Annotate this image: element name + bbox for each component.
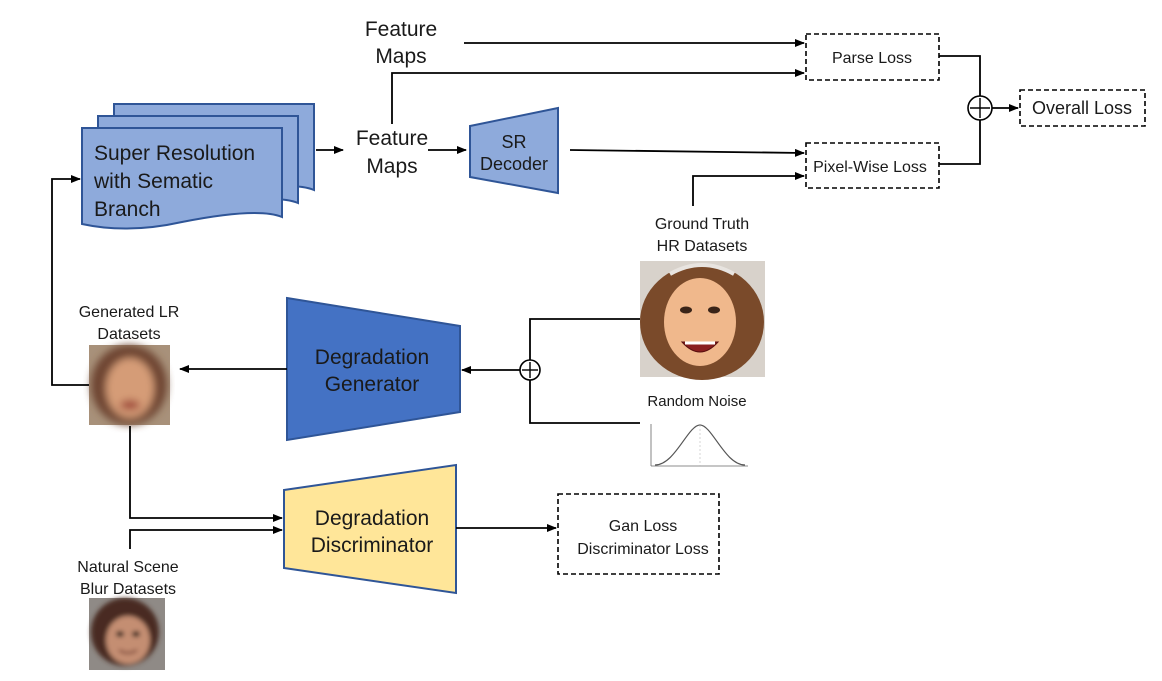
overall-loss-label: Overall Loss xyxy=(1032,98,1132,118)
feature-maps-top-line1: Feature xyxy=(365,18,437,41)
degradation-discriminator-label-line2: Discriminator xyxy=(311,534,434,557)
sr-decoder-label-line2: Decoder xyxy=(480,154,548,174)
random-noise-label: Random Noise xyxy=(647,393,746,410)
generated-lr-label-line2: Datasets xyxy=(97,326,160,343)
sr-branch-label-line2: with Sematic xyxy=(93,170,213,193)
connectors xyxy=(51,39,1019,549)
gan-loss-box: Gan Loss Discriminator Loss xyxy=(557,493,720,575)
parse-loss-label: Parse Loss xyxy=(832,50,912,67)
generated-lr-label-line1: Generated LR xyxy=(79,304,180,321)
pixel-wise-loss-box: Pixel-Wise Loss xyxy=(805,142,940,189)
feature-maps-mid-line2: Maps xyxy=(366,155,417,178)
random-noise-plot xyxy=(650,424,748,467)
gan-loss-label-line1: Gan Loss xyxy=(609,518,677,535)
sum-node-generator-input xyxy=(519,359,541,381)
natural-scene-face-image xyxy=(89,598,165,670)
ground-truth-label-line1: Ground Truth xyxy=(655,216,749,233)
natural-scene-label-line1: Natural Scene xyxy=(77,559,178,576)
degradation-generator-block: Degradation Generator xyxy=(286,296,461,442)
natural-scene-label-line2: Blur Datasets xyxy=(80,581,176,598)
generated-lr-face-image xyxy=(89,345,170,425)
sr-decoder-label-line1: SR xyxy=(501,132,526,152)
degradation-generator-label-line2: Generator xyxy=(325,373,420,396)
ground-truth-face-image xyxy=(640,261,765,380)
degradation-generator-label-line1: Degradation xyxy=(315,346,429,369)
degradation-discriminator-label-line1: Degradation xyxy=(315,507,429,530)
degradation-discriminator-block: Degradation Discriminator xyxy=(283,463,457,595)
sr-decoder-block: SR Decoder xyxy=(469,106,559,195)
pixel-wise-loss-label: Pixel-Wise Loss xyxy=(813,159,927,176)
feature-maps-mid-line1: Feature xyxy=(356,127,428,150)
feature-maps-top-line2: Maps xyxy=(375,45,426,68)
overall-loss-box: Overall Loss xyxy=(1019,89,1146,127)
sr-branch-label-line3: Branch xyxy=(94,198,161,221)
sum-node-overall xyxy=(967,95,993,121)
ground-truth-label-line2: HR Datasets xyxy=(657,238,748,255)
sr-branch-stack: Super Resolution with Sematic Branch xyxy=(81,103,315,230)
sr-branch-label-line1: Super Resolution xyxy=(94,142,255,165)
parse-loss-box: Parse Loss xyxy=(805,33,940,81)
gan-loss-label-line2: Discriminator Loss xyxy=(577,541,709,558)
